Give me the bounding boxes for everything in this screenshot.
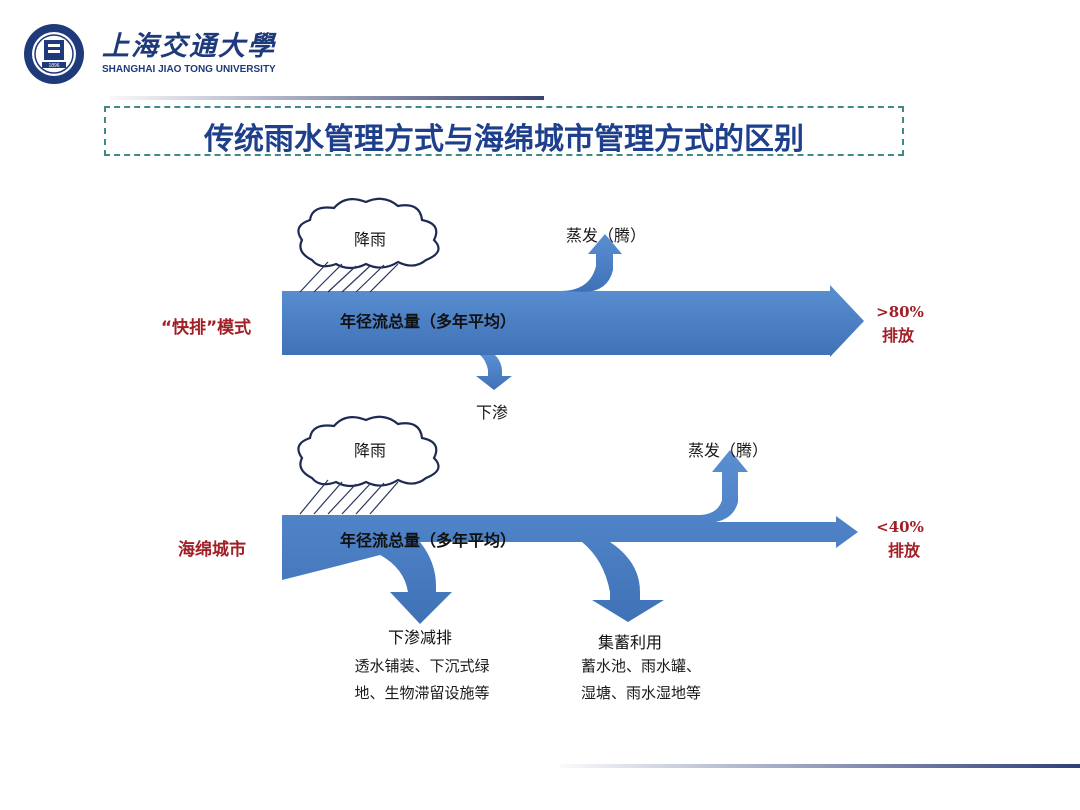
top-rain-lines	[299, 261, 399, 293]
slide-title: 传统雨水管理方式与海绵城市管理方式的区别	[204, 122, 804, 157]
university-emblem-icon: 1896	[24, 24, 84, 84]
header-rule	[110, 96, 544, 100]
top-rain-label: 降雨	[354, 230, 386, 249]
top-discharge-value: >80%	[876, 303, 924, 321]
bottom-evaporation-label: 蒸发（腾）	[688, 441, 768, 460]
sponge-city-flow	[282, 450, 858, 624]
bottom-mode-label: 海绵城市	[178, 539, 246, 560]
university-name-en: SHANGHAI JIAO TONG UNIVERSITY	[102, 64, 276, 75]
university-name-cn: 上海交通大學	[102, 31, 276, 62]
storage-title: 集蓄利用	[598, 633, 662, 652]
top-mode-label: “快排”模式	[161, 317, 251, 338]
title-frame: 传统雨水管理方式与海绵城市管理方式的区别	[104, 106, 904, 157]
top-evaporation-label: 蒸发（腾）	[566, 226, 646, 245]
top-rain-cloud	[297, 197, 440, 293]
bottom-cloud-icon	[297, 415, 440, 488]
university-logo: 1896 上海交通大學 SHANGHAI JIAO TONG UNIVERSIT…	[22, 22, 276, 84]
top-evaporation-arrow	[560, 234, 622, 292]
infiltration-title: 下渗减排	[388, 628, 452, 647]
top-runoff-label: 年径流总量（多年平均）	[340, 312, 516, 331]
bottom-rain-cloud	[297, 415, 440, 515]
infiltration-desc-line2: 地、生物滞留设施等	[354, 684, 489, 702]
top-main-arrow	[282, 285, 864, 357]
bottom-discharge-value: <40%	[876, 518, 924, 536]
storage-desc-line2: 湿塘、雨水湿地等	[581, 684, 701, 702]
bottom-rain-label: 降雨	[354, 441, 386, 460]
bottom-runoff-label: 年径流总量（多年平均）	[340, 531, 516, 550]
storage-desc-line1: 蓄水池、雨水罐、	[581, 657, 701, 675]
top-cloud-icon	[297, 197, 440, 270]
bottom-rain-lines	[299, 479, 399, 515]
fast-drainage-flow	[282, 234, 864, 390]
infiltration-desc-line1: 透水铺装、下沉式绿	[354, 657, 489, 675]
bottom-main-band	[282, 450, 858, 624]
top-infiltration-label: 下渗	[476, 403, 508, 422]
footer-rule	[560, 764, 1080, 768]
top-infiltration-arrow	[476, 355, 512, 390]
bottom-discharge-label: 排放	[888, 541, 921, 560]
top-discharge-label: 排放	[882, 326, 915, 345]
svg-text:1896: 1896	[48, 63, 59, 69]
